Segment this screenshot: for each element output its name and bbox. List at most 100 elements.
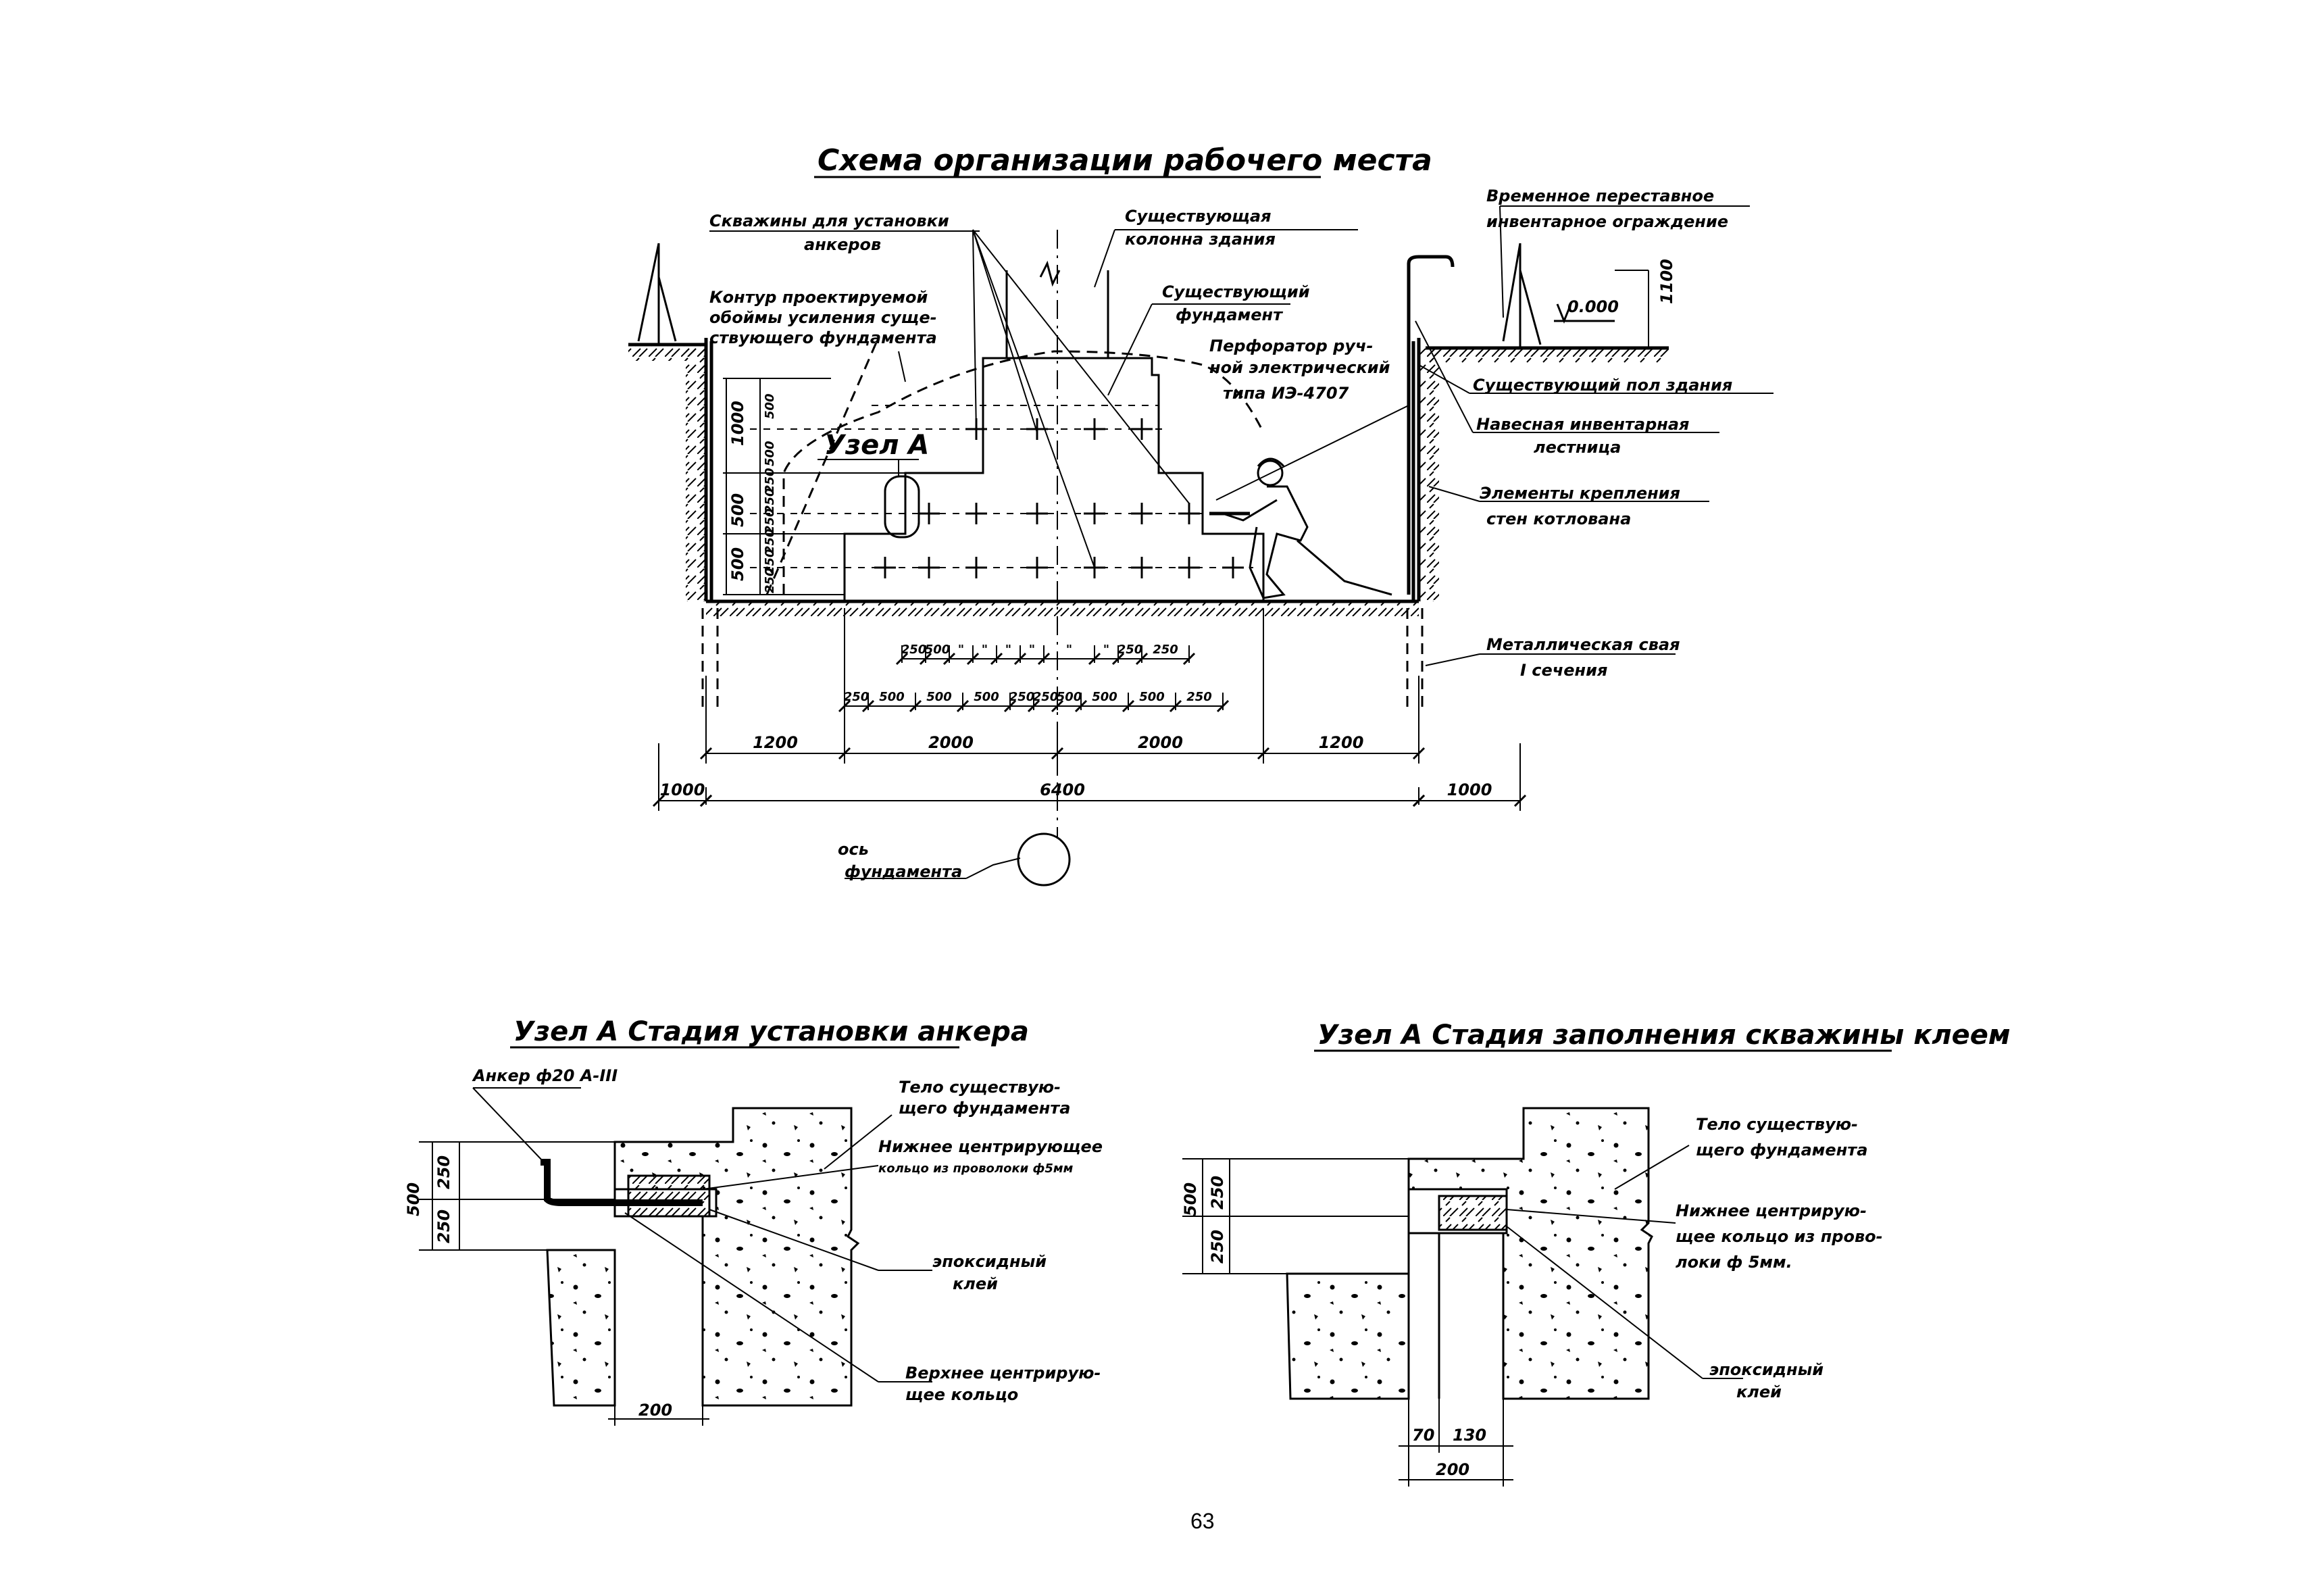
dim-row2-7: 500 — [1092, 690, 1117, 704]
dim-row2-6: 500 — [1057, 690, 1082, 704]
main-scheme: Схема организации рабочего места — [628, 143, 1774, 887]
ladder — [1407, 255, 1455, 595]
dr-ring-lower-2: щее кольцо из прово- — [1676, 1227, 1883, 1246]
detail-left-glue — [627, 1174, 711, 1218]
dim-row2-3: 500 — [974, 690, 999, 704]
vdim-1000: 1000 — [728, 401, 747, 446]
detail-right-title: Узел А Стадия заполнения скважины клеем — [1317, 1020, 2011, 1051]
label-column-1: Существующая — [1125, 207, 1272, 226]
anchor-well-cross — [1084, 503, 1105, 524]
anchor-wells — [750, 418, 1253, 578]
dl-dim-width: 200 — [638, 1401, 672, 1420]
dim-row1-1: 500 — [925, 643, 951, 657]
axis-marker-circle — [1017, 832, 1071, 887]
label-bracing-1: Элементы крепления — [1480, 484, 1680, 503]
label-wells-2: анкеров — [804, 235, 881, 254]
detail-left-concrete-upper — [613, 1107, 860, 1407]
anchor-well-cross — [1131, 503, 1153, 524]
level-mark: 0.000 1100 — [1554, 259, 1676, 348]
main-labels: Скважины для установки анкеров Контур пр… — [709, 186, 1732, 887]
anchor-well-cross — [874, 557, 896, 578]
dim-right-0: 1000 — [1447, 780, 1492, 799]
label-floor: Существующий пол здания — [1473, 376, 1732, 395]
dim-row1-0: 250 — [901, 643, 927, 657]
ground-surface — [628, 338, 1669, 616]
dl-dim-top: 250 — [434, 1155, 453, 1189]
dr-dim-w2: 130 — [1453, 1426, 1486, 1445]
dr-dim-w1: 70 — [1412, 1426, 1434, 1445]
label-contour-3: ствующего фундамента — [709, 328, 937, 347]
label-contour-1: Контур проектируемой — [709, 288, 928, 307]
dim-row2-9: 250 — [1186, 690, 1212, 704]
dim-row1-2: " — [958, 643, 964, 657]
dr-ring-lower-1: Нижнее центрирую- — [1676, 1201, 1867, 1220]
label-column-2: колонна здания — [1125, 230, 1276, 249]
dl-dim-total: 500 — [404, 1182, 423, 1216]
dl-ring-lower-2: кольцо из проволоки ф5мм — [878, 1162, 1074, 1176]
existing-foundation — [843, 357, 1265, 603]
dl-dim-bottom: 250 — [434, 1210, 453, 1243]
label-foundation-2: фундамент — [1176, 305, 1284, 324]
dl-anchor: Анкер ф20 А-III — [472, 1066, 618, 1085]
dim-row2-5: 250 — [1033, 690, 1059, 704]
label-pile-2: I сечения — [1520, 661, 1607, 680]
dim-row2-8: 500 — [1139, 690, 1165, 704]
dl-ring-upper-1: Верхнее центрирую- — [905, 1364, 1101, 1382]
dim-row1-7: " — [1103, 643, 1109, 657]
anchor-well-cross — [1131, 418, 1153, 440]
detail-right-concrete-upper — [1407, 1107, 1653, 1400]
anchor-well-cross — [918, 503, 940, 524]
main-title: Схема организации рабочего места — [818, 143, 1432, 178]
anchor-well-cross — [1178, 557, 1200, 578]
vdim-500a: 500 — [728, 493, 747, 527]
label-node-a: Узел А — [824, 430, 929, 461]
anchor-well-cross — [1131, 557, 1153, 578]
dim-row3-3: 1200 — [1319, 733, 1364, 752]
vdim-250f: 250 — [763, 568, 777, 593]
vertical-dimensions: 1000 500 500 500 500 250 250 250 250 250… — [723, 378, 905, 595]
dim-row3-1: 2000 — [928, 733, 974, 752]
dim-row2-1: 500 — [879, 690, 905, 704]
dim-row1-5: " — [1029, 643, 1035, 657]
vdim-500b: 500 — [728, 547, 747, 581]
vdim-250c: 250 — [763, 508, 777, 534]
anchor-well-cross — [965, 503, 987, 524]
label-pile-1: Металлическая свая — [1486, 635, 1680, 654]
dim-row2-0: 250 — [844, 690, 870, 704]
label-perforator-2: ной электрический — [1209, 358, 1390, 377]
anchor-well-cross — [1026, 503, 1048, 524]
fence-left — [637, 243, 677, 345]
dim-row1-6: " — [1066, 643, 1072, 657]
dr-ring-lower-3: локи ф 5мм. — [1676, 1253, 1792, 1272]
label-fence-2: инвентарное ограждение — [1486, 212, 1728, 231]
dl-glue-1: эпоксидный — [932, 1252, 1047, 1271]
dim-row3-2: 2000 — [1138, 733, 1183, 752]
page-number: 63 — [1190, 1509, 1215, 1533]
detail-left: Узел А Стадия установки анкера 500 250 2… — [404, 1016, 1103, 1426]
dr-dim-width: 200 — [1436, 1460, 1469, 1479]
strengthening-contour — [782, 350, 1265, 595]
dr-glue-1: эпоксидный — [1709, 1360, 1823, 1379]
detail-right-glue — [1438, 1195, 1508, 1231]
label-fence-1: Временное переставное — [1486, 186, 1714, 205]
dr-dim-total: 500 — [1181, 1182, 1200, 1216]
dl-ring-upper-2: щее кольцо — [905, 1385, 1018, 1404]
worker-figure — [1209, 457, 1392, 599]
vdim-500c: 500 — [763, 393, 777, 419]
anchor-well-cross — [1178, 503, 1200, 524]
dim-total-0: 6400 — [1040, 780, 1085, 799]
anchor-well-cross — [918, 557, 940, 578]
label-contour-2: обоймы усиления суще- — [709, 308, 937, 327]
vdim-250e: 250 — [763, 549, 777, 574]
anchor-well-cross — [1026, 557, 1048, 578]
metal-piles — [701, 341, 1424, 709]
anchor-well-cross — [1084, 418, 1105, 440]
dim-row1-4: " — [1005, 643, 1011, 657]
dim-row2-2: 500 — [926, 690, 952, 704]
dr-body-1: Тело существую- — [1696, 1115, 1858, 1134]
detail-right: Узел А Стадия заполнения скважины клеем … — [1181, 1020, 2011, 1487]
detail-left-title: Узел А Стадия установки анкера — [513, 1016, 1029, 1047]
detail-right-concrete-lower — [1286, 1272, 1410, 1400]
dim-row1-8: 250 — [1117, 643, 1143, 657]
